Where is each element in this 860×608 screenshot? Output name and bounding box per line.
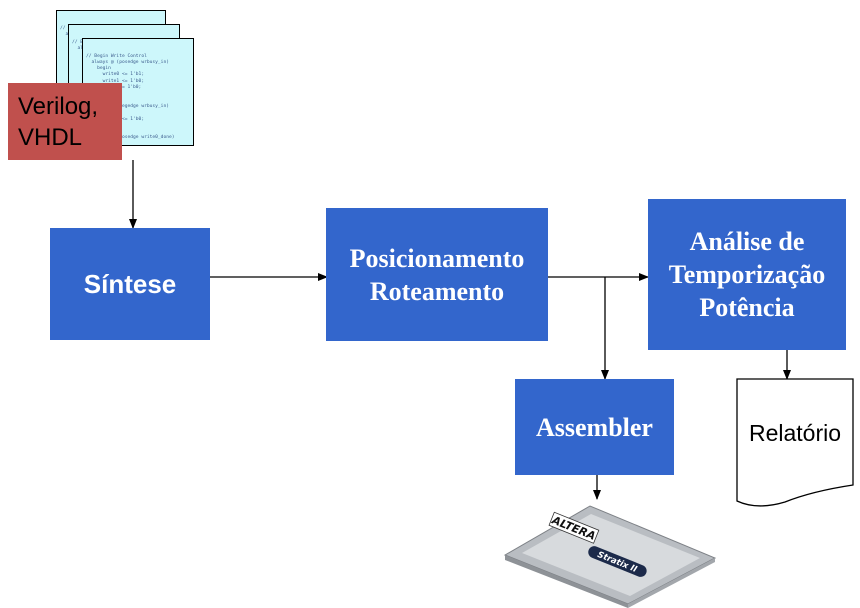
block-sintese: Síntese bbox=[50, 228, 210, 340]
block-posicionamento-roteamento: Posicionamento Roteamento bbox=[326, 208, 548, 341]
code-line: begin bbox=[86, 66, 111, 72]
block-roteamento-line2: Roteamento bbox=[369, 276, 505, 306]
code-line: always @ (posedge wrbusy_in) bbox=[86, 59, 169, 65]
code-line: write0 <= 1'b1; bbox=[86, 72, 145, 78]
source-language-line2: VHDL bbox=[18, 124, 83, 151]
source-language-tag: Verilog, VHDL bbox=[8, 83, 122, 160]
block-analise: Análise de Temporização Potência bbox=[648, 199, 846, 350]
block-analise-line1: Análise de bbox=[689, 227, 805, 256]
fpga-chip-image: ALTERA Stratix II bbox=[503, 505, 717, 608]
source-language-line1: Verilog, bbox=[18, 93, 99, 120]
code-line: // Begin Write Control bbox=[86, 53, 147, 59]
block-analise-line3: Potência bbox=[699, 293, 795, 322]
block-sintese-label: Síntese bbox=[83, 268, 177, 299]
block-assembler: Assembler bbox=[515, 379, 674, 475]
report-document: Relatório bbox=[736, 378, 854, 507]
block-posicionamento-line1: Posicionamento bbox=[349, 243, 525, 273]
code-line: write1 <= 1'b0; bbox=[86, 78, 145, 84]
block-analise-line2: Temporização bbox=[668, 260, 826, 289]
block-assembler-label: Assembler bbox=[536, 412, 653, 442]
report-label: Relatório bbox=[749, 420, 841, 446]
